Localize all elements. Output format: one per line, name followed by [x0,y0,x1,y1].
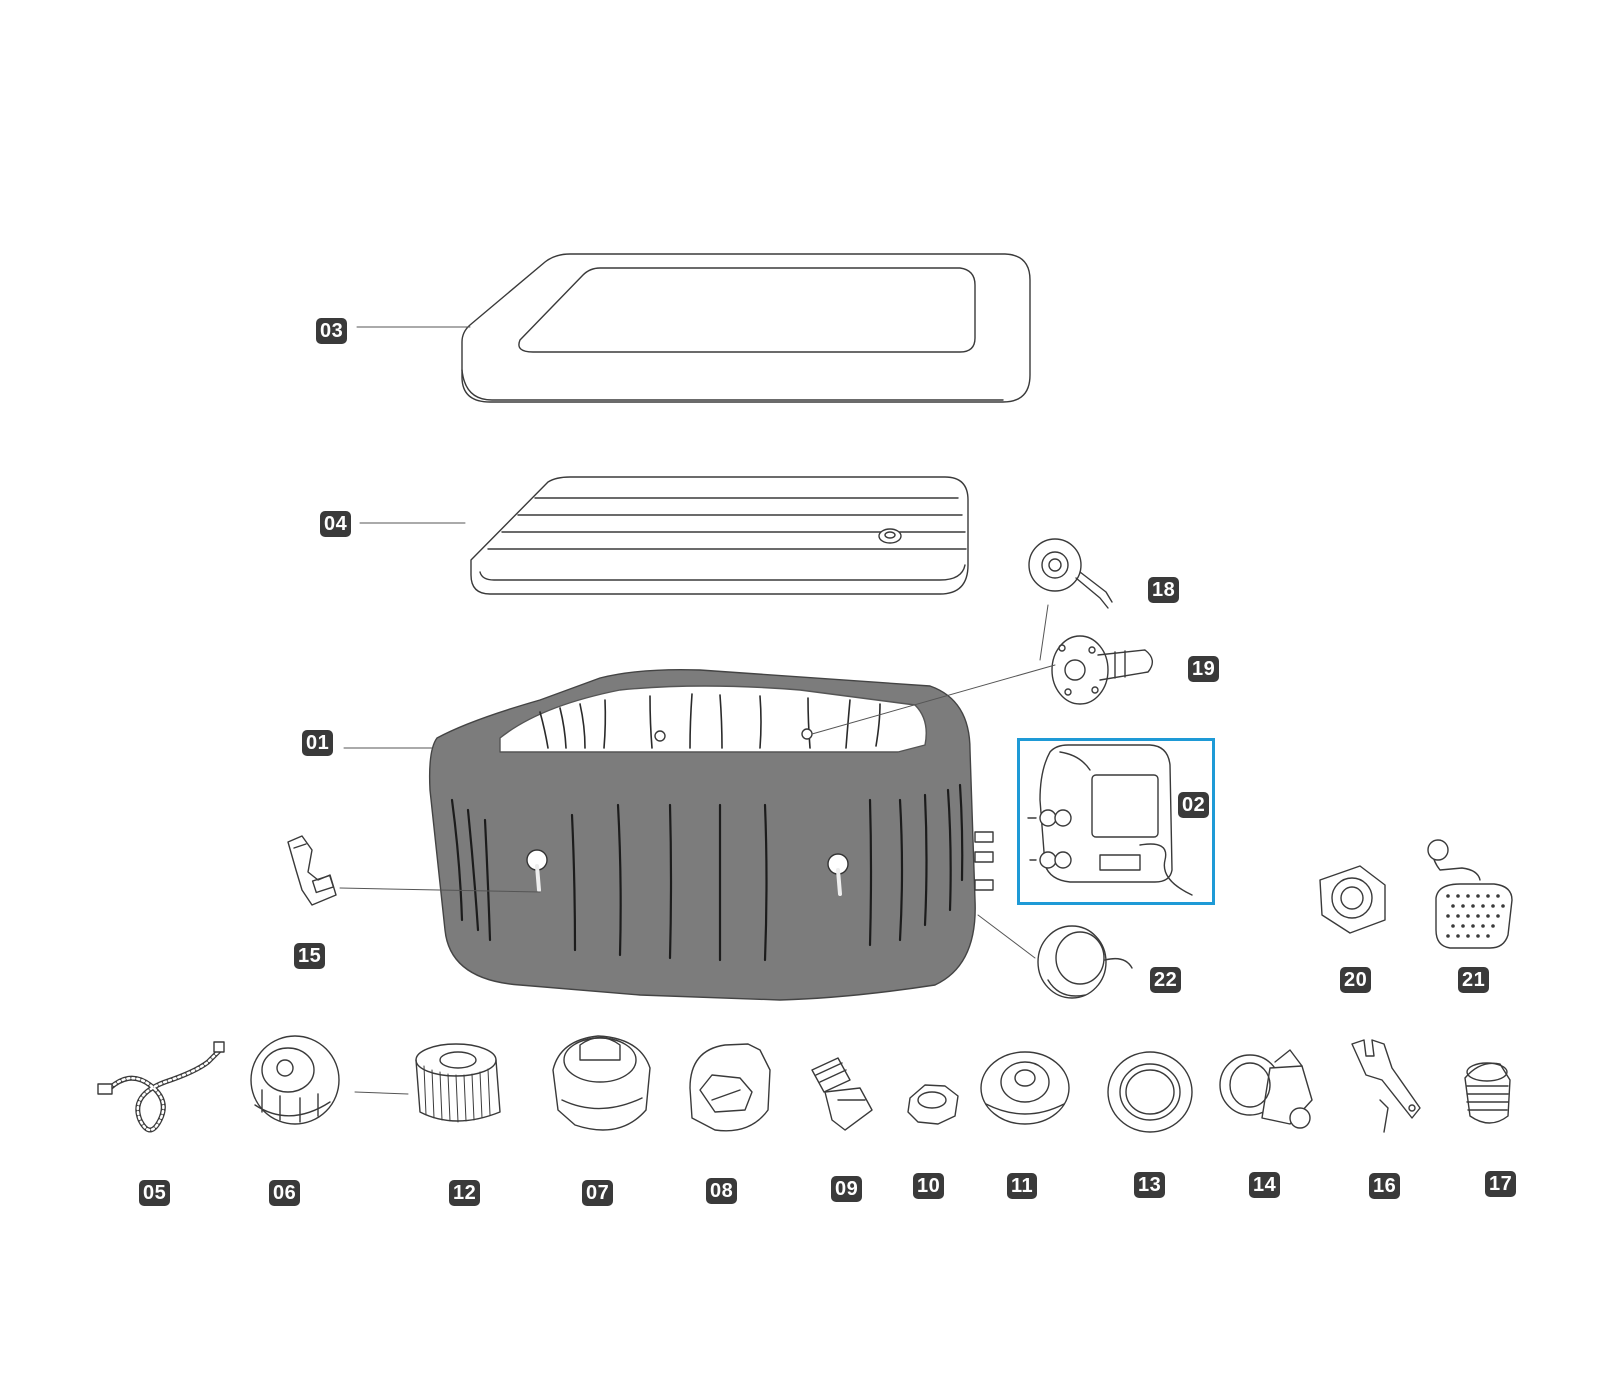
part-label-15[interactable]: 15 [294,943,326,969]
part-label-07[interactable]: 07 [582,1180,614,1206]
part-label-02[interactable]: 02 [1178,792,1210,818]
inflatable-lid-icon[interactable] [470,476,969,595]
part-label-06[interactable]: 06 [269,1180,301,1206]
inflation-hose-icon[interactable] [97,1041,225,1133]
nut-icon[interactable] [907,1084,959,1125]
part-label-03[interactable]: 03 [316,318,348,344]
jet-fitting-alt-icon[interactable] [1051,635,1153,705]
part-label-14[interactable]: 14 [1249,1172,1281,1198]
valve-cap-icon[interactable] [689,1043,771,1132]
buckle-icon[interactable] [287,835,337,906]
part-label-01[interactable]: 01 [302,730,334,756]
part-label-08[interactable]: 08 [706,1178,738,1204]
jet-fitting-icon[interactable] [1028,538,1113,609]
part-label-21[interactable]: 21 [1458,967,1490,993]
drain-plug-cap-icon[interactable] [1037,925,1133,999]
part-label-18[interactable]: 18 [1148,577,1180,603]
part-label-10[interactable]: 10 [913,1173,945,1199]
part-label-17[interactable]: 17 [1485,1171,1517,1197]
filter-housing-icon[interactable] [250,1035,340,1125]
part-label-04[interactable]: 04 [320,511,352,537]
part-label-11[interactable]: 11 [1007,1173,1038,1199]
strainer-connector-icon[interactable] [552,1035,651,1131]
valve-wrench-icon[interactable] [1351,1039,1421,1133]
part-label-12[interactable]: 12 [449,1180,481,1206]
air-valve-icon[interactable] [1464,1062,1511,1124]
part-label-13[interactable]: 13 [1134,1172,1166,1198]
part-label-09[interactable]: 09 [831,1176,863,1202]
ring-icon[interactable] [1107,1051,1193,1133]
part-label-05[interactable]: 05 [139,1180,171,1206]
filter-cartridge-icon[interactable] [415,1043,501,1123]
part-label-20[interactable]: 20 [1340,967,1372,993]
hose-adapter-icon[interactable] [811,1057,873,1131]
part-label-16[interactable]: 16 [1369,1173,1401,1199]
highlight-frame [1017,738,1215,905]
pump-heater-unit-icon[interactable] [1027,744,1193,896]
part-label-19[interactable]: 19 [1188,656,1220,682]
part-label-22[interactable]: 22 [1150,967,1182,993]
inflatable-tub-icon[interactable] [428,668,994,1001]
stopper-icon[interactable] [980,1051,1070,1125]
connector-nut-icon[interactable] [1319,865,1386,934]
cover-icon[interactable] [461,253,1031,403]
drain-valve-icon[interactable] [1219,1049,1313,1129]
headrest-icon[interactable] [1427,839,1513,949]
